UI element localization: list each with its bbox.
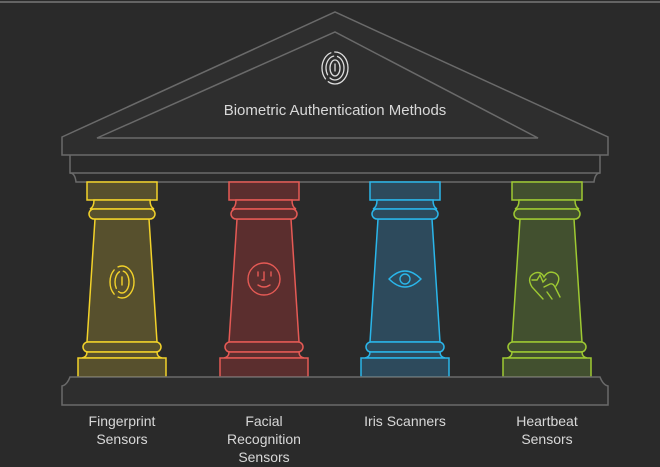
diagram-title: Biometric Authentication Methods [223,102,447,119]
pillar-label: Heartbeat Sensors [516,413,578,447]
pillar-label: Facial Recognition Sensors [227,413,301,465]
title-fingerprint-icon [321,51,349,85]
pillar-label: Iris Scanners [364,413,446,429]
roof [61,11,609,183]
face-icon [247,262,281,296]
pillar-2 [219,181,309,378]
pillar-4 [502,181,592,378]
pillar-3 [360,181,450,378]
base-platform [61,376,609,406]
eye-icon [388,270,422,288]
pillar-1 [77,181,167,378]
heart-hand-icon [528,271,561,300]
pillar-label: Fingerprint Sensors [88,413,156,447]
fingerprint-icon [109,265,135,299]
